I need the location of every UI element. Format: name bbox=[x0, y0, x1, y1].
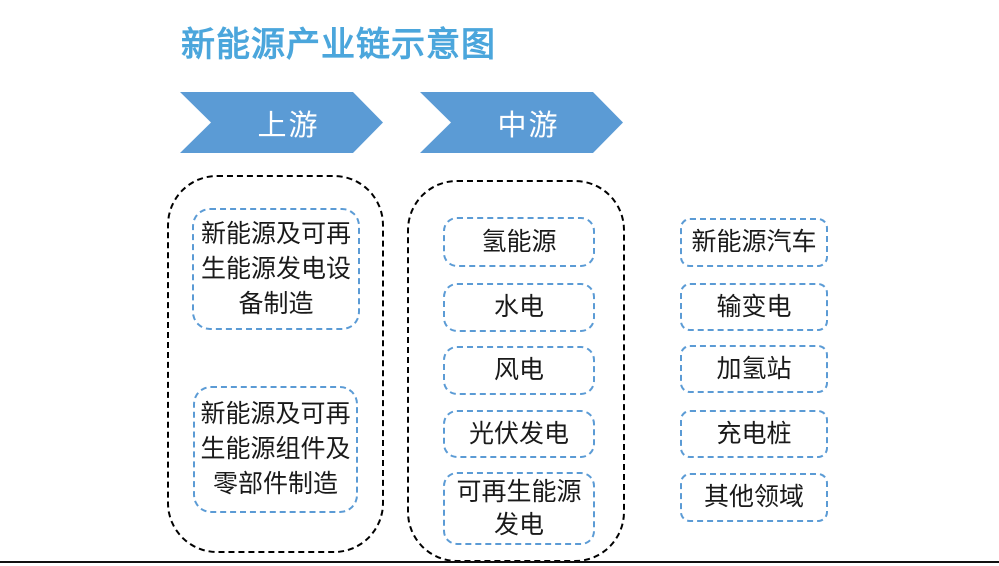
stage-arrow-upstream-label: 上游 bbox=[257, 109, 320, 142]
stage-arrow-upstream: 上游 bbox=[180, 92, 383, 153]
node-hydrogen-energy: 氢能源 bbox=[443, 217, 595, 267]
node-power-transmission: 输变电 bbox=[680, 283, 828, 331]
node-hydrogen-station: 加氢站 bbox=[680, 345, 828, 393]
stage-arrow-midstream-label: 中游 bbox=[497, 109, 560, 142]
node-upstream-generation-equipment: 新能源及可再生能源发电设备制造 bbox=[192, 208, 360, 330]
page-title: 新能源产业链示意图 bbox=[181, 26, 496, 64]
node-other-fields: 其他领域 bbox=[680, 473, 828, 522]
stage-arrow-midstream: 中游 bbox=[420, 92, 623, 153]
upstream-group-outline bbox=[167, 175, 384, 553]
node-upstream-components-parts: 新能源及可再生能源组件及零部件制造 bbox=[193, 386, 358, 513]
node-renewable-generation: 可再生能源发电 bbox=[443, 472, 595, 545]
node-hydropower: 水电 bbox=[443, 283, 595, 332]
node-photovoltaic-power: 光伏发电 bbox=[443, 410, 595, 458]
node-wind-power: 风电 bbox=[443, 346, 595, 395]
node-charging-pile: 充电桩 bbox=[680, 410, 828, 458]
bottom-divider bbox=[0, 561, 999, 563]
node-new-energy-vehicles: 新能源汽车 bbox=[680, 218, 828, 267]
